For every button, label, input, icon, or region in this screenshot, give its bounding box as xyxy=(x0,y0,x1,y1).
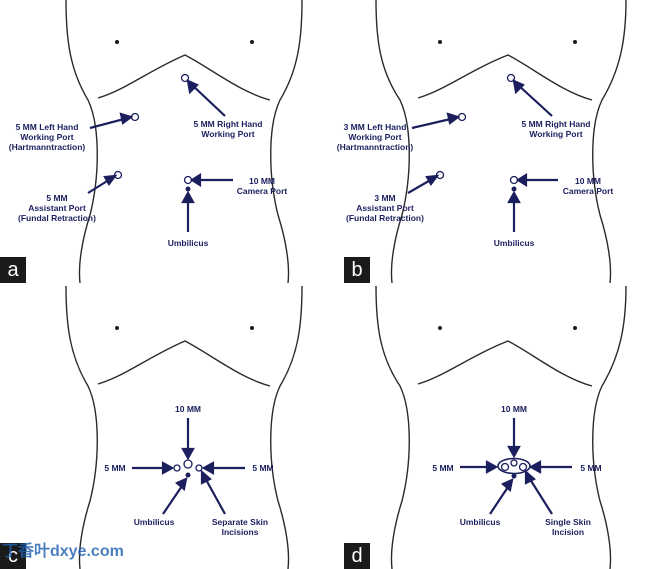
nipple-right xyxy=(250,326,254,330)
label-left-d: 5 MM xyxy=(432,463,454,473)
label-umbilicus-b: Umbilicus xyxy=(493,238,535,248)
label-umbilicus-a: Umbilicus xyxy=(167,238,209,248)
umbilicus-dot xyxy=(511,473,517,479)
watermark: 丁香叶dxye.com xyxy=(2,543,124,560)
arrow-right-hand xyxy=(516,83,553,117)
divider-horizontal xyxy=(0,283,657,286)
umbilicus-dot xyxy=(185,472,191,478)
label-top-d: 10 MM xyxy=(501,404,527,414)
arrow-incisions xyxy=(203,475,226,515)
nipple-right xyxy=(573,326,577,330)
torso-drawing-c xyxy=(65,286,303,569)
port-right xyxy=(518,462,528,472)
label-top-c: 10 MM xyxy=(175,404,201,414)
panel-tag-c: c xyxy=(0,543,26,569)
torso-drawing-b xyxy=(375,0,627,283)
label-right-d: 5 MM xyxy=(580,463,602,473)
label-umbilicus-d: Umbilicus xyxy=(459,517,501,527)
nipple-right xyxy=(250,40,254,44)
nipple-left xyxy=(438,326,442,330)
panel-tag-a: a xyxy=(0,257,26,283)
label-right-c: 5 MM xyxy=(252,463,274,473)
nipple-right xyxy=(573,40,577,44)
label-left-c: 5 MM xyxy=(104,463,126,473)
port-left xyxy=(500,462,510,472)
port-left xyxy=(173,464,181,472)
arrow-incision xyxy=(527,475,553,515)
arrow-right-hand xyxy=(190,83,226,117)
arrow-umbilicus xyxy=(489,483,511,515)
port-center xyxy=(183,459,193,469)
panel-tag-d: d xyxy=(344,543,370,569)
arrow-umbilicus xyxy=(162,482,185,515)
panel-tag-b: b xyxy=(344,257,370,283)
nipple-left xyxy=(438,40,442,44)
port-center xyxy=(510,459,518,467)
umbilicus-dot xyxy=(511,186,517,192)
torso-drawing-d xyxy=(375,286,627,569)
label-umbilicus-c: Umbilicus xyxy=(133,517,175,527)
nipple-left xyxy=(115,40,119,44)
umbilicus-dot xyxy=(185,186,191,192)
torso-drawing-a xyxy=(65,0,303,283)
arrow-left-hand xyxy=(411,116,456,130)
nipple-left xyxy=(115,326,119,330)
